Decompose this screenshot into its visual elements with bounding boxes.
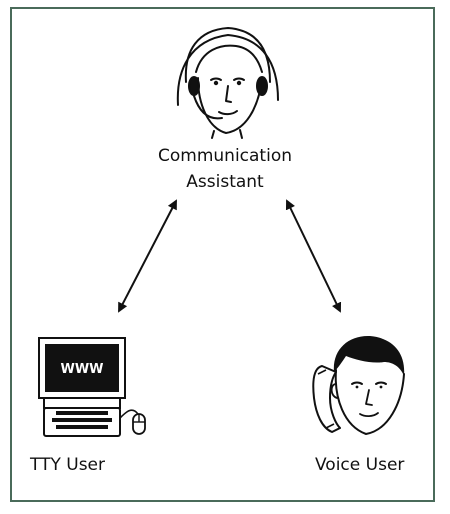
voice-user-label: Voice User xyxy=(315,455,405,475)
screen-text: WWW xyxy=(60,362,103,377)
computer-icon: WWW xyxy=(38,337,146,437)
communication-assistant-line1: Communication xyxy=(158,146,292,166)
headset-person-icon xyxy=(176,27,279,139)
tty-user-label: TTY User xyxy=(30,455,106,475)
phone-person-icon xyxy=(312,335,405,436)
arrow-ca-to-tty xyxy=(118,199,177,313)
arrow-ca-to-voice xyxy=(285,199,342,313)
communication-assistant-line2: Assistant xyxy=(186,172,264,192)
computer-screen xyxy=(45,344,119,392)
communication-assistant-label: Communication Assistant xyxy=(135,143,315,195)
